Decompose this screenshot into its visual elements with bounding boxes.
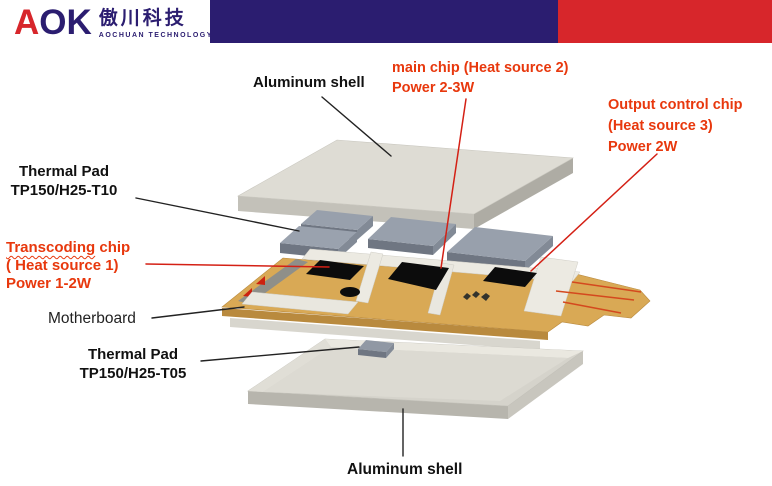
label-bottom-aluminum-shell: Aluminum shell <box>347 461 463 478</box>
thermal-pad-middle <box>368 217 456 255</box>
label-transcoding-line2: ( Heat source 1) <box>6 257 119 274</box>
top-shell-top-face <box>236 139 575 215</box>
pcb-marking-2 <box>472 291 480 298</box>
label-thermal-pad-top-line1: Thermal Pad <box>18 163 110 180</box>
logo-letter-a: A <box>14 3 40 42</box>
label-transcoding-line1: Transcoding chip <box>6 239 130 257</box>
motherboard-assembly <box>221 248 651 350</box>
pad-mid-top-face <box>368 217 456 246</box>
label-main-chip: main chip (Heat source 2) Power 2-3W <box>392 58 568 98</box>
pad-right-side-face <box>525 236 553 271</box>
label-thermal-pad-bottom: Thermal Pad TP150/H25-T05 <box>66 346 200 383</box>
leader-transcoding-chip <box>145 263 330 268</box>
label-output-chip-line3: Power 2W <box>608 139 678 155</box>
label-main-chip-line2: Power 2-3W <box>392 80 475 96</box>
label-thermal-pad-top-line2: TP150/H25-T10 <box>10 181 118 199</box>
top-shell-right-face <box>474 158 573 229</box>
tray-left-rim <box>248 339 331 392</box>
pcb-trace-3 <box>562 301 622 314</box>
leader-main-chip <box>440 98 467 269</box>
leader-thermal-pad-top <box>135 197 300 232</box>
pcb-marking-1 <box>463 293 471 300</box>
motherboard-underplate <box>230 318 540 350</box>
motherboard-front-edge <box>222 308 548 340</box>
label-transcoding-word: Transcoding <box>6 239 96 256</box>
header-navy-bar <box>210 0 558 43</box>
label-transcoding-chip: Transcoding chip ( Heat source 1) Power … <box>6 239 130 293</box>
small-thermal-pad <box>358 340 394 352</box>
pad-left-back-top <box>301 210 373 230</box>
label-thermal-pad-bottom-line2: TP150/H25-T05 <box>79 364 187 382</box>
pad-right-top-face <box>447 227 553 261</box>
label-main-chip-line1: main chip (Heat source 2) <box>392 60 569 76</box>
pcb-red-marker-2 <box>256 276 265 285</box>
label-thermal-pad-bottom-line1: Thermal Pad <box>87 346 179 363</box>
label-transcoding-line3: Power 1-2W <box>6 275 92 292</box>
pcb-marking-3 <box>481 293 490 301</box>
label-output-chip-line1: Output control chip <box>608 97 743 113</box>
label-output-chip-line2: (Heat source 3) <box>608 118 713 134</box>
pcb-front-left-wall <box>241 291 359 315</box>
tray-floor <box>263 347 568 401</box>
top-aluminum-shell <box>236 139 575 229</box>
logo-chinese-name: 傲川科技 <box>98 8 187 29</box>
logo-letters-ok: OK <box>39 3 92 42</box>
tray-front-face <box>248 391 508 419</box>
pad-left-back-side <box>357 216 373 240</box>
bottom-aluminum-shell <box>247 338 584 419</box>
small-pad-side-face <box>386 343 394 358</box>
pcb-right-wall-block <box>523 256 579 317</box>
pad-mid-front-face <box>368 239 433 255</box>
logo-wordmark: AOK <box>14 4 92 42</box>
leader-thermal-pad-bottom <box>200 346 360 362</box>
transcoding-chip-die <box>306 260 364 280</box>
leader-motherboard <box>151 306 245 319</box>
label-motherboard: Motherboard <box>48 310 136 327</box>
logo-text-block: 傲川科技 AOCHUAN TECHNOLOGY <box>99 7 213 40</box>
label-transcoding-word-rest: chip <box>95 239 131 256</box>
pad-left-front-top <box>280 226 357 249</box>
pcb-divider-wall-1 <box>355 251 384 304</box>
logo-english-name: AOCHUAN TECHNOLOGY <box>98 32 213 39</box>
label-output-control-chip: Output control chip (Heat source 3) Powe… <box>608 95 743 158</box>
pcb-trace-1 <box>571 281 642 293</box>
pcb-trace-2 <box>555 290 635 301</box>
pcb-hole <box>340 287 360 297</box>
company-logo: AOK 傲川科技 AOCHUAN TECHNOLOGY <box>14 4 213 42</box>
output-chip-die <box>483 267 537 287</box>
leader-output-chip <box>530 153 658 272</box>
leader-top-shell <box>321 96 392 157</box>
label-thermal-pad-top: Thermal Pad TP150/H25-T10 <box>0 163 128 200</box>
leader-lines <box>135 96 658 457</box>
tray-right-face <box>508 351 583 419</box>
label-top-aluminum-shell: Aluminum shell <box>253 74 365 91</box>
main-chip-die <box>388 262 449 290</box>
header-red-bar <box>558 0 772 43</box>
